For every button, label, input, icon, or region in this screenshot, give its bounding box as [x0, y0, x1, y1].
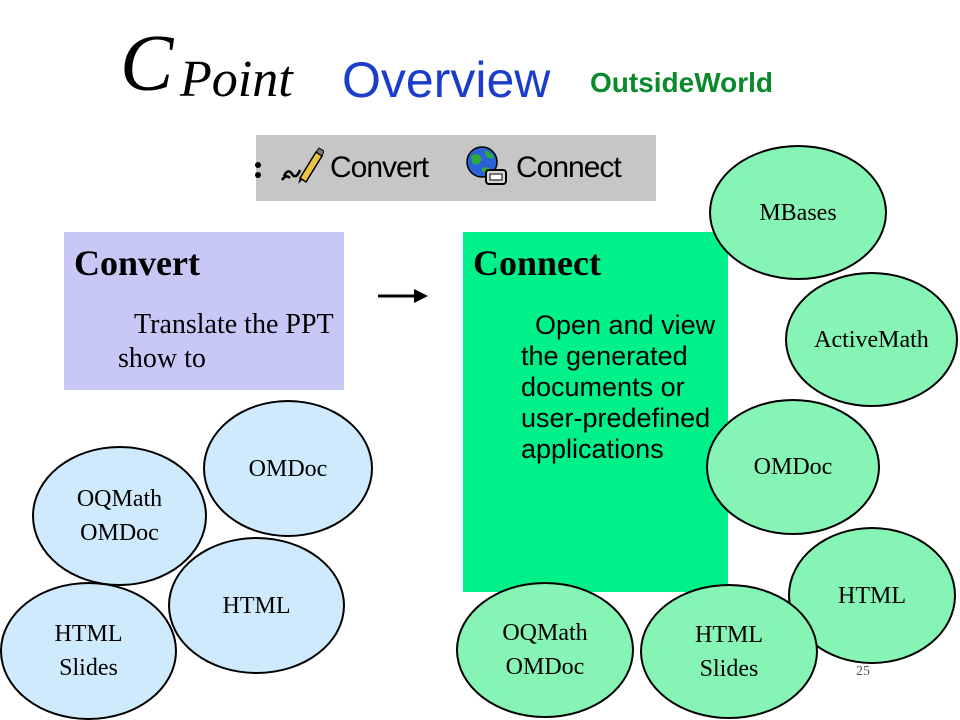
pencil-icon — [278, 146, 325, 191]
page-number: 25 — [856, 664, 870, 679]
cpoint-toolbar: Convert Connect — [255, 135, 656, 201]
title-c-letter: C — [120, 20, 174, 108]
ellipse-label: OQMath OMDoc — [502, 620, 588, 680]
toolbar-edge-dots — [252, 147, 266, 189]
toolbar-connect-button[interactable]: Connect — [462, 145, 622, 189]
convert-target-html: HTML — [168, 537, 345, 674]
title-point-word: Point — [180, 51, 293, 108]
connect-heading: Connect — [473, 243, 601, 283]
title-outside-world: OutsideWorld — [590, 67, 774, 98]
connect-target-omdoc: OMDoc — [706, 399, 880, 535]
ellipse-label: OMDoc — [248, 455, 328, 482]
globe-icon — [462, 144, 510, 193]
connect-target-oqmath-omdoc: OQMath OMDoc — [456, 582, 634, 718]
convert-target-omdoc: OMDoc — [203, 400, 373, 537]
connect-panel: Connect Open and view the generated docu… — [463, 232, 728, 592]
toolbar-connect-label: Connect — [516, 151, 622, 184]
convert-target-oqmath-omdoc: OQMath OMDoc — [32, 446, 207, 586]
convert-heading: Convert — [74, 243, 200, 283]
convert-panel: Convert Translate the PPT show to — [64, 232, 344, 390]
toolbar-convert-button[interactable]: Convert — [278, 146, 429, 191]
connect-target-mbases: MBases — [709, 145, 887, 280]
right-arrow-icon — [378, 284, 428, 313]
ellipse-label: OMDoc — [753, 454, 833, 480]
ellipse-label: HTML — [838, 582, 906, 609]
toolbar-convert-label: Convert — [330, 151, 429, 184]
convert-description: Translate the PPT show to — [118, 309, 334, 374]
ellipse-label: MBases — [759, 199, 837, 226]
connect-target-activemath: ActiveMath — [785, 272, 958, 407]
ellipse-label: HTML Slides — [54, 621, 123, 681]
connect-description: Open and view the generated documents or… — [521, 310, 716, 464]
ellipse-label: ActiveMath — [814, 326, 929, 353]
connect-target-html-slides: HTML Slides — [640, 584, 818, 719]
ellipse-label: HTML Slides — [695, 621, 763, 682]
slide-title: C Point Overview OutsideWorld — [120, 18, 880, 108]
ellipse-label: OQMath OMDoc — [76, 486, 163, 546]
ellipse-label: HTML — [222, 592, 291, 619]
title-overview-word: Overview — [342, 52, 551, 108]
convert-target-html-slides: HTML Slides — [0, 582, 177, 720]
